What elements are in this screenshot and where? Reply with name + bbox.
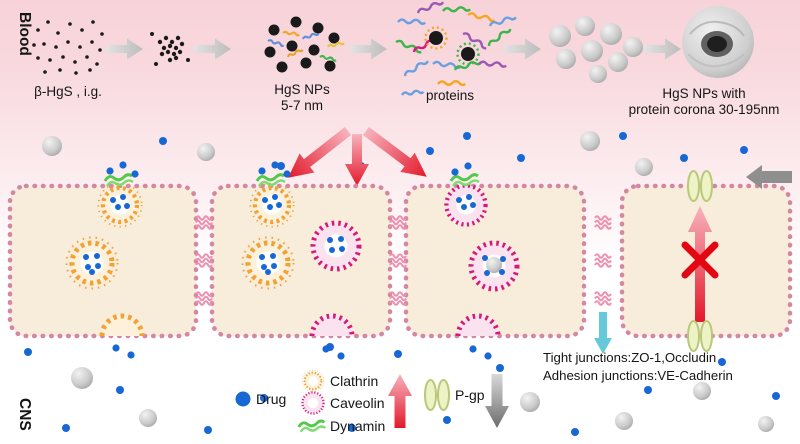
cell-4 <box>619 183 793 339</box>
paracellular-gray-arrow <box>746 165 792 189</box>
big-corona-sphere <box>682 6 754 78</box>
legend: Drug Clathrin Caveolin Dynamin P-gp <box>235 369 509 434</box>
legend-caveolin-label: Caveolin <box>330 395 384 411</box>
legend-pgp-label: P-gp <box>455 387 485 403</box>
corona-label-line2: protein corona 30-195nm <box>629 102 780 117</box>
dynamin-legend-icon <box>297 419 327 434</box>
corona-label-line1: HgS NPs with <box>662 86 745 101</box>
gray-down-arrow-icon <box>485 374 509 428</box>
legend-dynamin-label: Dynamin <box>330 418 385 434</box>
corona-spheres-cluster <box>549 16 643 83</box>
drug-icon <box>235 391 251 407</box>
cns-region-label: CNS <box>16 398 33 431</box>
legend-clathrin-label: Clathrin <box>330 373 378 389</box>
clathrin-icon <box>301 369 325 393</box>
cns-drug-dots <box>24 343 780 436</box>
red-up-arrow-icon <box>388 374 412 428</box>
cell-1-clathrin-pit <box>98 161 141 226</box>
cell-3-caveolin-vesicle <box>471 243 517 289</box>
cell-2-clathrin-vesicle <box>243 238 294 289</box>
hgs-nps-label-line1: HgS NPs <box>274 82 330 97</box>
cell-3-caveolin-exit-pit <box>455 313 501 337</box>
protein-squiggle-icon <box>400 89 425 97</box>
tight-junctions-label: Tight junctions:ZO-1,Occludin <box>543 350 716 365</box>
cell-2 <box>209 183 393 339</box>
pipeline-arrow-icon <box>350 38 387 60</box>
cell-1-clathrin-exit-pit <box>99 313 145 337</box>
junction-pointer-arrow <box>594 312 612 354</box>
proteins-cluster <box>394 0 518 89</box>
cell-2-caveolin-exit-pit <box>309 313 355 337</box>
adhesion-junctions-label: Adhesion junctions:VE-Cadherin <box>543 368 733 383</box>
pipeline-arrow-icon <box>504 38 541 60</box>
cell-1-clathrin-vesicle <box>67 238 118 289</box>
cell-4-efflux <box>681 165 792 352</box>
legend-drug-label: Drug <box>256 391 286 407</box>
proteins-label: proteins <box>426 88 474 103</box>
blood-region-label: Blood <box>16 12 33 56</box>
pipeline-arrow-icon <box>106 38 143 60</box>
pipeline-arrow-icon <box>644 38 681 60</box>
cell-2-caveolin-vesicle <box>313 223 359 269</box>
hgs-nps-cluster <box>264 16 346 73</box>
pipeline-arrow-icon <box>194 38 231 60</box>
caveolin-icon <box>301 391 325 415</box>
cell-3-caveolin-pit <box>446 162 485 224</box>
blocked-x-icon <box>681 241 719 279</box>
cell-2-clathrin-pit <box>250 161 293 226</box>
blood-band-spheres <box>42 131 653 176</box>
uptake-fan-arrows <box>280 121 434 188</box>
pgp-legend-icon <box>424 379 450 411</box>
hgs-nps-label-line2: 5-7 nm <box>281 98 323 113</box>
beta-hgs-dots <box>32 20 104 75</box>
released-drug-dots <box>112 344 492 360</box>
cns-spheres <box>71 367 774 432</box>
beta-hgs-label: β-HgS , i.g. <box>34 84 102 99</box>
hgs-aggregate-dots <box>150 32 190 66</box>
blood-band-drug-dots <box>159 132 748 170</box>
